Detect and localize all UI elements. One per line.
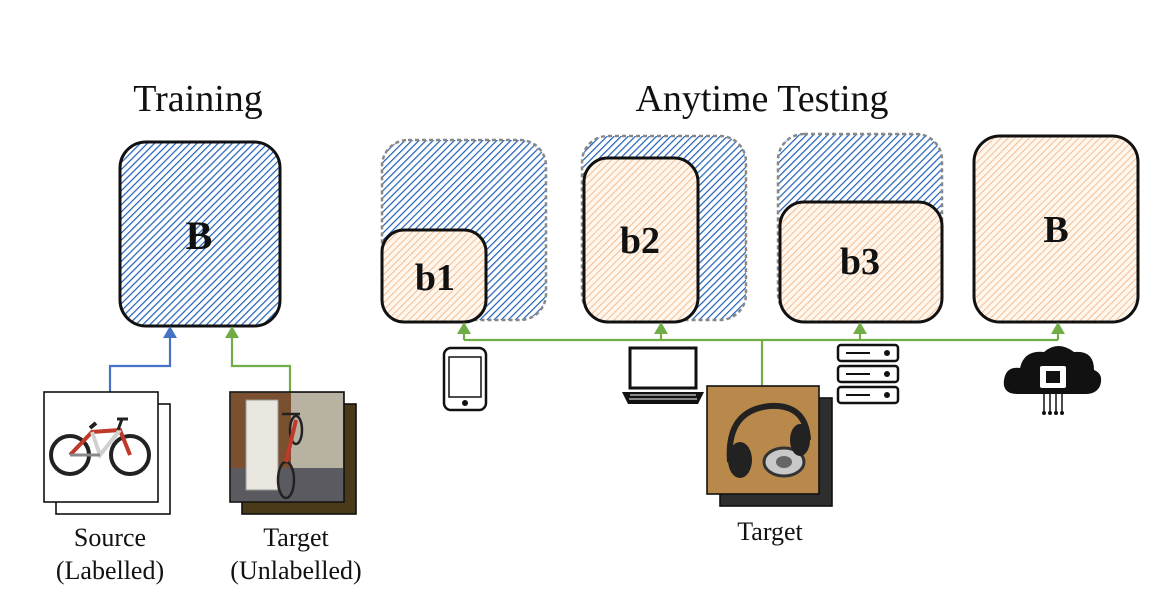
source-image-stack [43,391,171,515]
training-backbone: B [118,140,282,328]
subnet-b1-group: b1 [380,138,548,324]
source-arrow [108,326,177,392]
anytime-testing-heading: Anytime Testing [635,78,888,120]
training-target-label-line1: Target [263,523,329,552]
parked-bicycle-image [276,412,304,500]
subnet-full-group: B [972,134,1140,324]
training-target-label-line2: (Unlabelled) [230,556,361,585]
source-label-line2: (Labelled) [56,556,164,585]
subnet-b3-label: b3 [840,241,880,283]
subnet-b2-group: b2 [580,134,748,324]
testing-target-label: Target [737,517,803,546]
laptop-icon [622,346,704,404]
b3-subnet-box [778,200,944,324]
subnet-b1-label: b1 [415,257,455,299]
training-target-image-stack [229,391,357,515]
source-label-line1: Source [74,523,146,552]
testing-arrowheads [457,322,1065,334]
full-backbone-box [972,134,1140,324]
b2-subnet-box [582,156,700,324]
training-backbone-label: B [186,213,213,258]
target-arrow [225,326,292,392]
subnet-b2-label: b2 [620,220,660,262]
bicycle-image [49,417,151,476]
testing-target-arrows [462,332,1060,386]
testing-target-image-stack [706,385,833,507]
subnet-b3-group: b3 [776,132,944,324]
cloud-chip-icon [1003,346,1102,415]
server-icon [836,343,900,405]
training-heading: Training [133,78,263,120]
headphones-image [726,402,811,478]
smartphone-icon [442,346,488,412]
b1-subnet-box [380,228,488,324]
subnet-full-label: B [1043,209,1068,251]
